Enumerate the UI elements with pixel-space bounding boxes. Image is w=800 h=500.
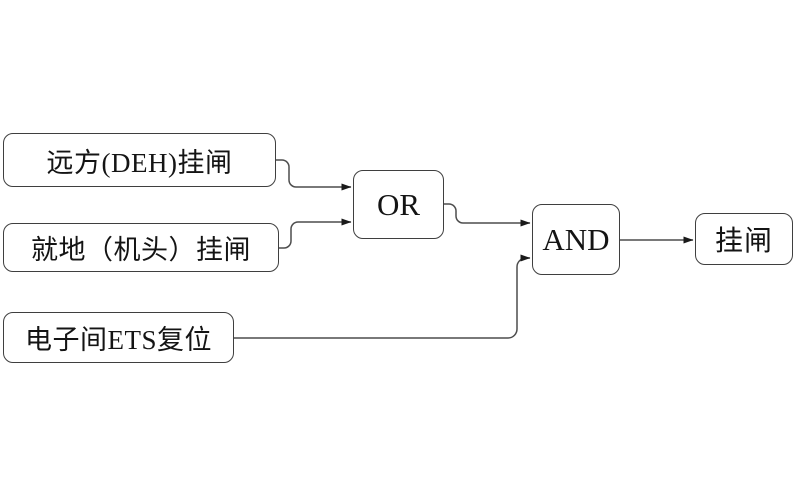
node-label: 远方(DEH)挂闸: [46, 147, 233, 178]
node-output-latch: 挂闸: [695, 213, 793, 265]
node-label: 挂闸: [714, 226, 773, 257]
node-input-ets-reset: 电子间ETS复位: [3, 312, 234, 363]
wire-input-ets-to-and: [234, 254, 531, 339]
node-input-remote-deh: 远方(DEH)挂闸: [3, 133, 276, 187]
node-label: 就地（机头）挂闸: [31, 235, 251, 265]
node-input-local-head: 就地（机头）挂闸: [3, 223, 279, 272]
node-label: OR: [376, 186, 421, 222]
wire-or-to-and: [444, 203, 531, 227]
node-label: 电子间ETS复位: [24, 325, 212, 355]
wire-input-local-to-or: [279, 218, 352, 249]
node-or-gate: OR: [353, 170, 444, 239]
wire-input-remote-to-or: [276, 159, 352, 191]
node-and-gate: AND: [532, 204, 620, 275]
node-label: AND: [542, 221, 610, 257]
